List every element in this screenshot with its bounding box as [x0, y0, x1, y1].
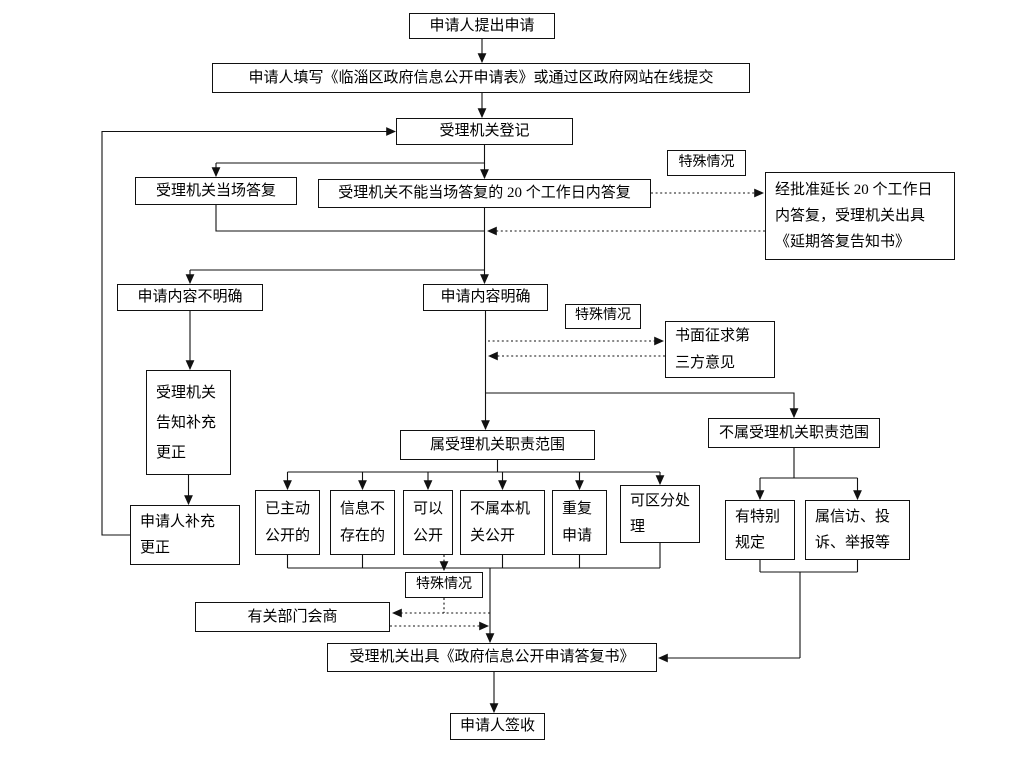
label-special-case-1: 特殊情况: [667, 150, 746, 176]
node-register: 受理机关登记: [396, 118, 573, 145]
node-petition-complaint: 属信访、投 诉、举报等: [805, 500, 910, 560]
node-extend-deadline: 经批准延长 20 个工作日 内答复，受理机关出具 《延期答复告知书》: [765, 172, 955, 260]
node-not-this-org: 不属本机 关公开: [460, 490, 545, 555]
node-content-clear: 申请内容明确: [423, 284, 548, 311]
node-applicant-supplement: 申请人补充 更正: [130, 505, 240, 565]
label-special-case-2: 特殊情况: [565, 304, 641, 329]
node-in-scope: 属受理机关职责范围: [400, 430, 595, 460]
node-repeat-application: 重复 申请: [552, 490, 607, 555]
node-notify-supplement: 受理机关 告知补充 更正: [146, 370, 231, 475]
node-start: 申请人提出申请: [409, 13, 555, 39]
node-fill-form: 申请人填写《临淄区政府信息公开申请表》或通过区政府网站在线提交: [212, 63, 750, 93]
node-not-onspot-reply: 受理机关不能当场答复的 20 个工作日内答复: [318, 179, 651, 208]
node-already-public: 已主动 公开的: [255, 490, 320, 555]
node-third-party-opinion: 书面征求第 三方意见: [665, 321, 775, 378]
node-out-of-scope: 不属受理机关职责范围: [708, 418, 880, 448]
node-sign-receipt: 申请人签收: [450, 713, 545, 740]
node-reply-document: 受理机关出具《政府信息公开申请答复书》: [327, 643, 657, 672]
node-special-rule: 有特别 规定: [725, 500, 795, 560]
node-separable-handling: 可区分处 理: [620, 485, 700, 543]
node-content-unclear: 申请内容不明确: [117, 284, 263, 311]
label-special-case-3: 特殊情况: [405, 572, 483, 598]
node-dept-consult: 有关部门会商: [195, 602, 390, 632]
node-onspot-reply: 受理机关当场答复: [135, 177, 297, 205]
node-can-public: 可以 公开: [403, 490, 453, 555]
node-info-not-exist: 信息不 存在的: [330, 490, 395, 555]
